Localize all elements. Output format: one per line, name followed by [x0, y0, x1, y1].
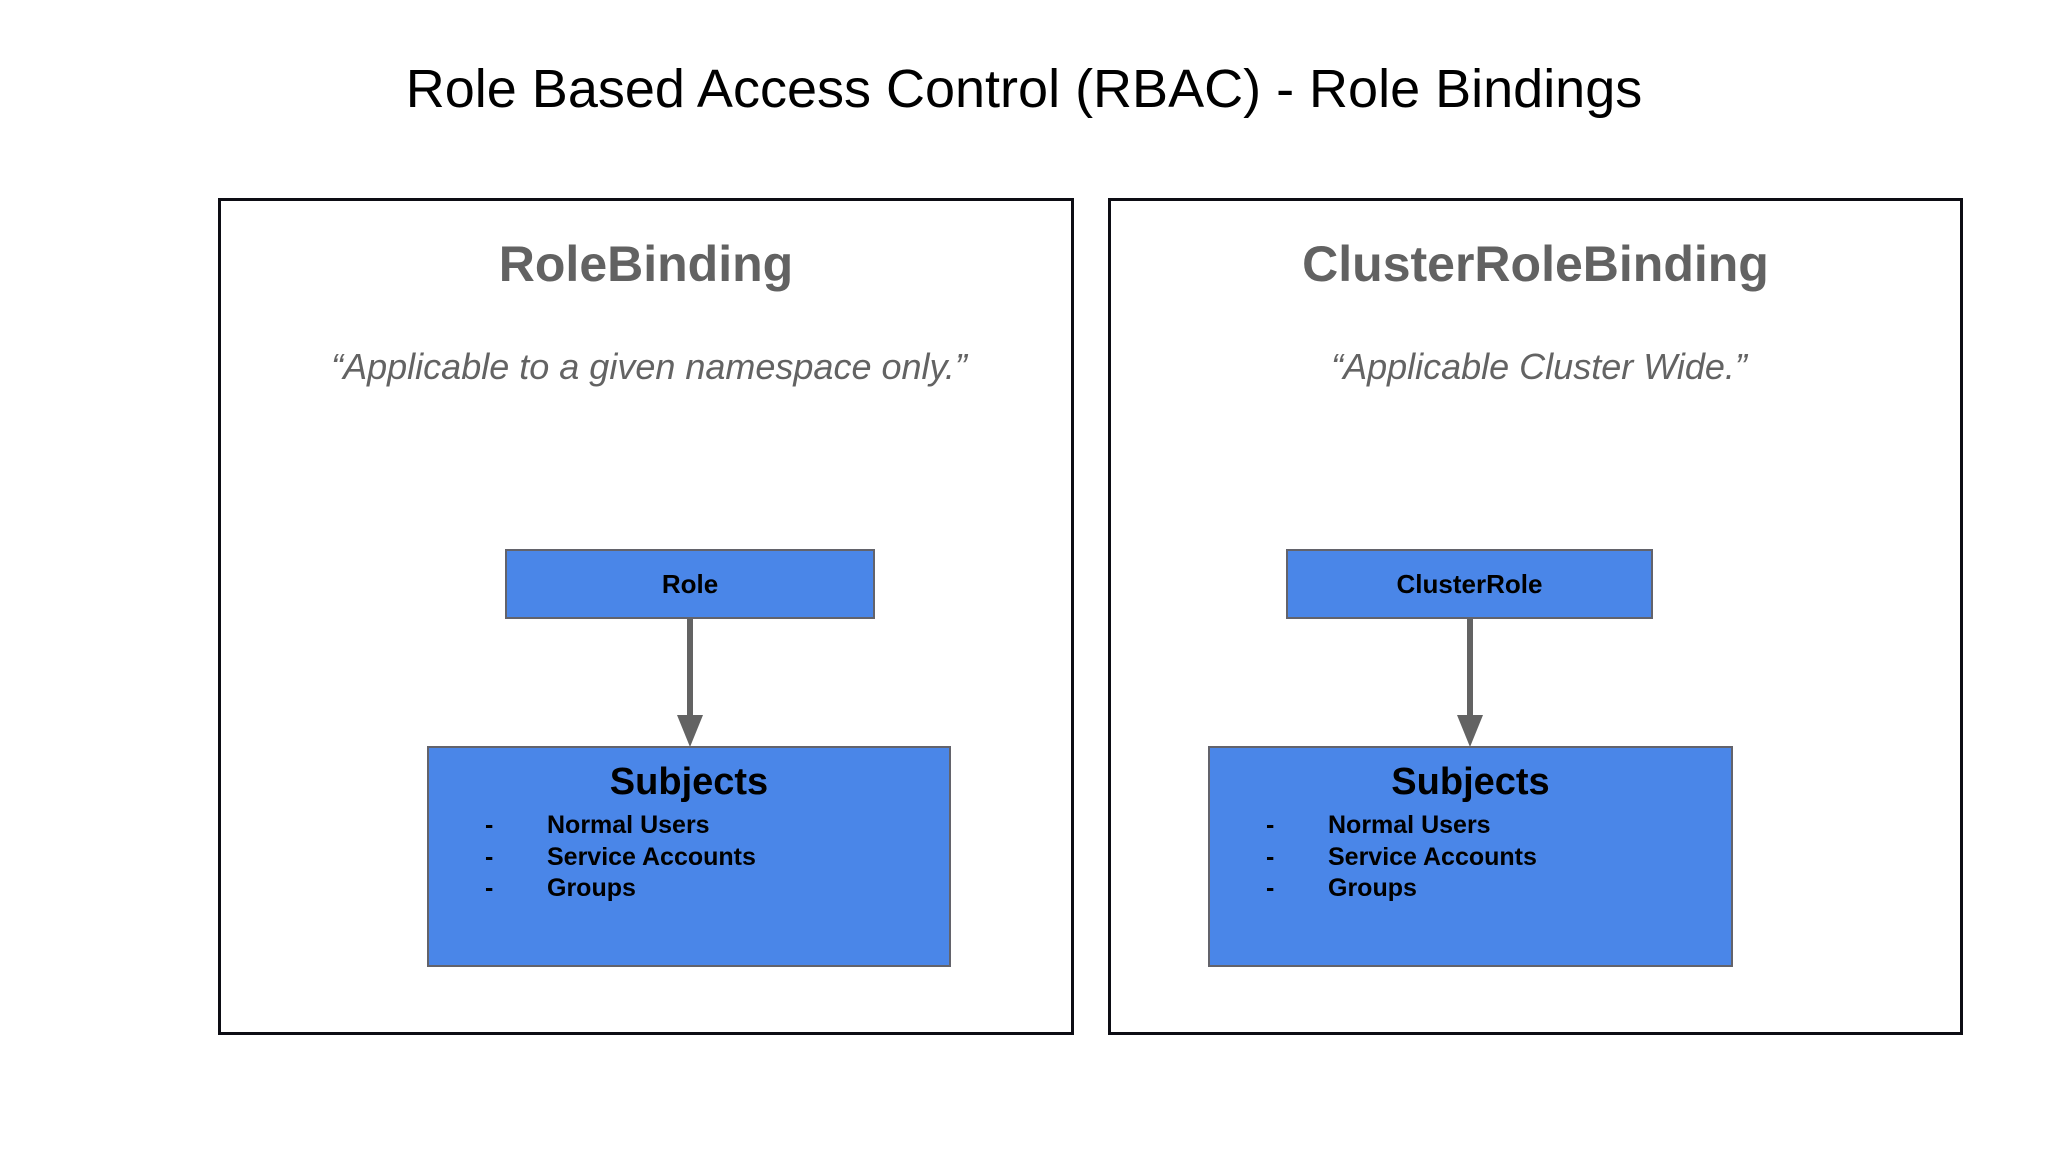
node-role[interactable]: Role	[505, 549, 875, 619]
subjects-list: - Normal Users - Service Accounts - Grou…	[429, 810, 949, 905]
list-item-label: Groups	[1328, 874, 1417, 903]
node-subjects[interactable]: Subjects - Normal Users - Service Accoun…	[1208, 746, 1733, 967]
list-item-label: Normal Users	[1328, 811, 1491, 840]
bullet-dash: -	[1266, 874, 1275, 903]
panel-rolebinding: RoleBinding “Applicable to a given names…	[218, 198, 1074, 1035]
node-subjects-title: Subjects	[609, 761, 769, 803]
list-item-label: Normal Users	[547, 811, 710, 840]
panel-quote: “Applicable to a given namespace only.”	[331, 346, 967, 387]
bullet-dash: -	[485, 811, 494, 840]
page-title: Role Based Access Control (RBAC) - Role …	[405, 59, 1643, 119]
bullet-dash: -	[485, 874, 494, 903]
bullet-dash: -	[1266, 811, 1275, 840]
list-item: - Normal Users	[429, 810, 949, 842]
list-item: - Groups	[1210, 873, 1731, 905]
subjects-list: - Normal Users - Service Accounts - Grou…	[1210, 810, 1731, 905]
node-clusterrole[interactable]: ClusterRole	[1286, 549, 1653, 619]
node-clusterrole-label: ClusterRole	[1396, 568, 1543, 599]
panel-clusterrolebinding: ClusterRoleBinding “Applicable Cluster W…	[1108, 198, 1963, 1035]
list-item-label: Groups	[547, 874, 636, 903]
panel-heading: ClusterRoleBinding	[1302, 236, 1769, 292]
node-role-label: Role	[661, 568, 719, 599]
bullet-dash: -	[485, 842, 494, 871]
list-item-label: Service Accounts	[547, 842, 756, 871]
panel-heading: RoleBinding	[498, 236, 794, 292]
list-item: - Normal Users	[1210, 810, 1731, 842]
down-arrow-icon	[1457, 619, 1483, 747]
list-item: - Service Accounts	[1210, 842, 1731, 874]
bullet-dash: -	[1266, 842, 1275, 871]
list-item: - Groups	[429, 873, 949, 905]
list-item: - Service Accounts	[429, 842, 949, 874]
node-subjects[interactable]: Subjects - Normal Users - Service Accoun…	[427, 746, 951, 967]
down-arrow-icon	[677, 619, 703, 747]
node-subjects-title: Subjects	[1391, 761, 1550, 803]
list-item-label: Service Accounts	[1328, 842, 1537, 871]
panel-quote: “Applicable Cluster Wide.”	[1331, 346, 1747, 387]
